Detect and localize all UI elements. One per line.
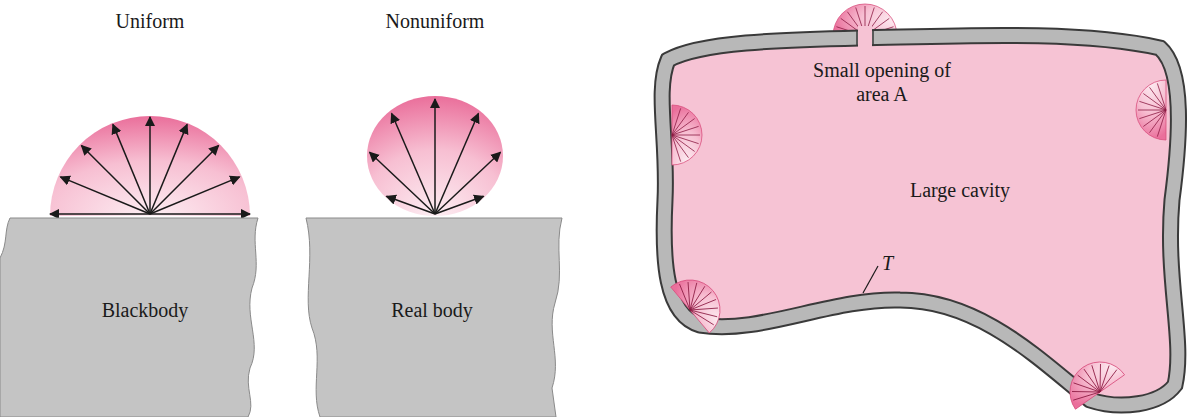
emission-ray bbox=[150, 124, 187, 214]
emission-ray bbox=[81, 145, 150, 214]
leader-line bbox=[863, 266, 878, 293]
emission-ray bbox=[150, 213, 250, 215]
body-label: Blackbody bbox=[102, 298, 189, 322]
emission-ray bbox=[150, 145, 219, 214]
lobe-caption: Nonuniform bbox=[386, 10, 485, 33]
uniform-emission-lobe bbox=[50, 116, 250, 216]
emission-ray bbox=[434, 99, 436, 214]
emission-ray bbox=[386, 196, 435, 214]
emission-ray bbox=[392, 113, 435, 214]
emission-ray bbox=[435, 152, 500, 214]
emission-hemisphere bbox=[671, 268, 733, 333]
emission-ray bbox=[60, 177, 150, 214]
emission-ray bbox=[149, 117, 151, 214]
body-block: Real body bbox=[300, 218, 565, 417]
emission-hemisphere bbox=[1058, 350, 1124, 409]
emission-ray bbox=[435, 113, 478, 214]
emission-ray bbox=[370, 152, 435, 214]
opening-label: Small opening of area A bbox=[802, 58, 962, 106]
lobe-caption: Uniform bbox=[116, 10, 185, 33]
emission-hemisphere bbox=[672, 105, 702, 165]
solid-body bbox=[0, 218, 258, 417]
cavity-label: Large cavity bbox=[910, 178, 1010, 202]
solid-body bbox=[306, 218, 562, 417]
cavity-wall-edge bbox=[662, 35, 1178, 405]
body-block: Blackbody bbox=[0, 218, 262, 417]
emission-hemisphere bbox=[1136, 80, 1166, 140]
temperature-label: T bbox=[882, 252, 893, 275]
nonuniform-emission-lobe bbox=[367, 96, 503, 216]
cavity-opening bbox=[858, 26, 872, 48]
body-label: Real body bbox=[391, 298, 473, 322]
cavity: Small opening of area A Large cavity bbox=[640, 0, 1198, 417]
emission-ray bbox=[50, 213, 150, 215]
cavity-wall bbox=[662, 35, 1178, 405]
